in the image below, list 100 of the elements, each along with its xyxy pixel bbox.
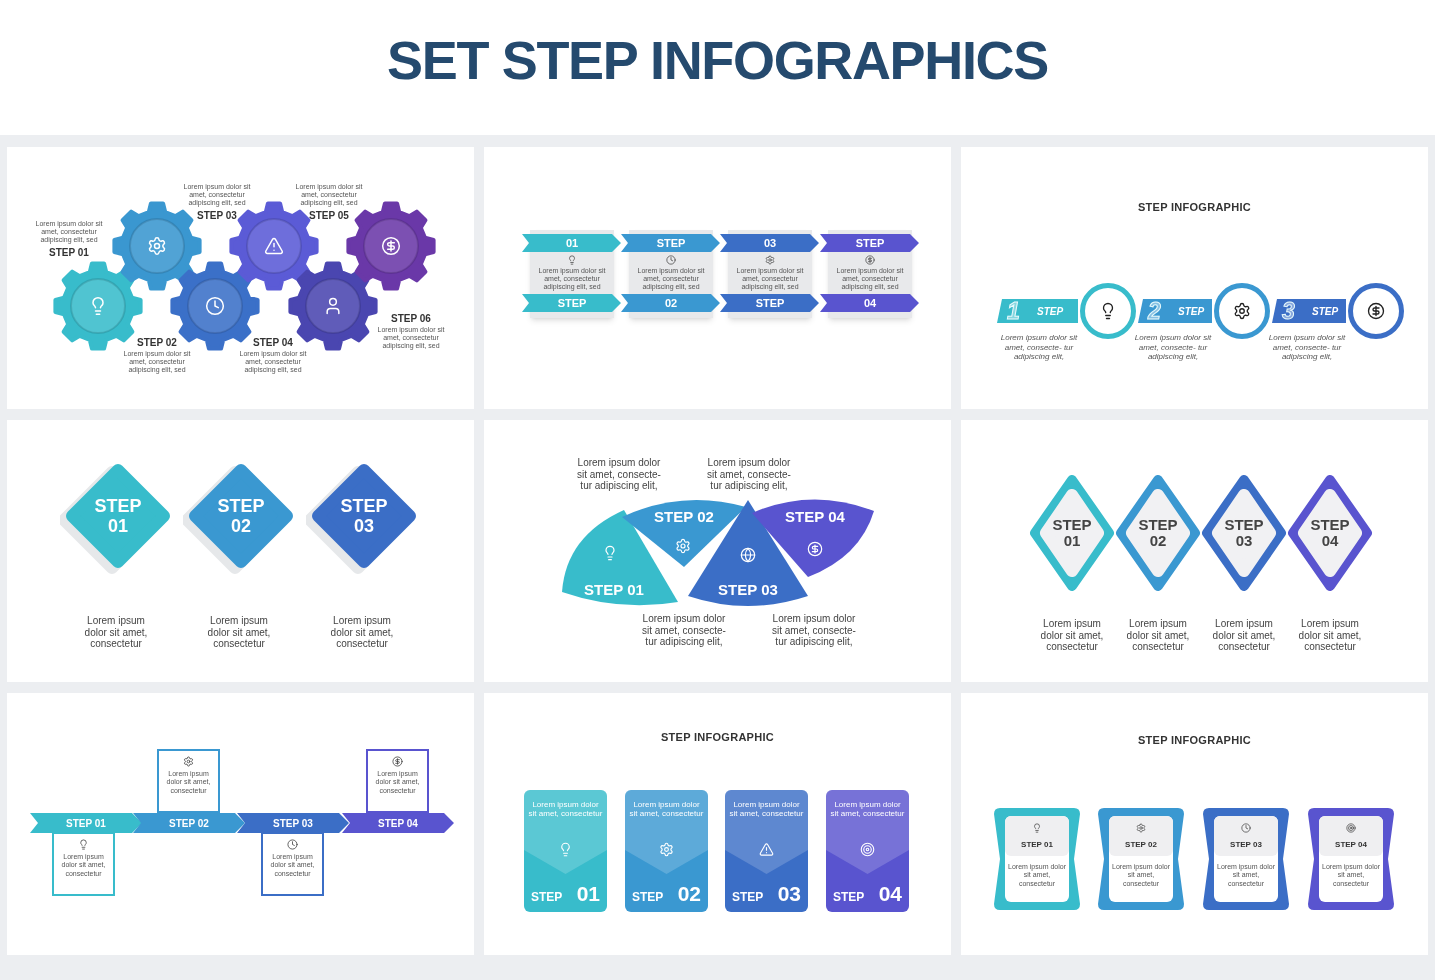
step-label: STEP 01 bbox=[49, 246, 89, 259]
text-card bbox=[157, 749, 220, 813]
step-number: 3 bbox=[1282, 299, 1295, 323]
step-banner bbox=[30, 813, 142, 833]
step-petal bbox=[752, 497, 874, 577]
step-card bbox=[524, 790, 607, 912]
description-text: Lorem ipsum dolor sit amet, consectetur bbox=[1297, 618, 1363, 653]
step-diamond bbox=[1287, 473, 1373, 593]
description-text: Lorem ipsum dolor sit amet, consectetur bbox=[629, 800, 704, 819]
description-text: Lorem ipsum dolor sit amet, consecte- tur adipiscing elit, bbox=[771, 613, 857, 648]
step-label: STEP 04 bbox=[253, 336, 293, 349]
step-label: STEP 04 bbox=[1309, 516, 1351, 550]
description-text: Lorem ipsum dolor sit amet, consectetur bbox=[1125, 618, 1191, 653]
step-label: STEP 03 bbox=[197, 209, 237, 222]
panel-card bbox=[484, 147, 951, 409]
description-text: Lorem ipsum dolor sit amet, consectetur bbox=[83, 615, 149, 650]
ribbon-label: 03 bbox=[763, 235, 777, 251]
step-label: STEP 02 bbox=[169, 816, 209, 831]
step-band bbox=[997, 299, 1078, 323]
step-label: STEP bbox=[1178, 304, 1205, 319]
panel-card bbox=[484, 693, 951, 955]
step-petal bbox=[622, 497, 746, 567]
step-band bbox=[1272, 299, 1346, 323]
ribbon-label: 04 bbox=[863, 295, 877, 311]
step-label: STEP 02 bbox=[1125, 839, 1157, 851]
description-text: Lorem ipsum dolor sit amet, consecte- tur adipiscing elit, bbox=[1134, 333, 1212, 362]
ribbon-label: STEP bbox=[557, 295, 587, 311]
step-label: STEP 01 bbox=[1051, 516, 1093, 550]
step-number: 04 bbox=[878, 882, 902, 906]
step-label: STEP 04 bbox=[378, 816, 418, 831]
step-diamond bbox=[1115, 473, 1201, 593]
description-text: Lorem ipsum dolor sit amet, consectetur bbox=[329, 615, 395, 650]
description-text: Lorem ipsum dolor sit amet, consecte- tur adipiscing elit, bbox=[706, 457, 792, 492]
step-diamond bbox=[60, 462, 172, 574]
step-label: STEP bbox=[732, 889, 764, 906]
description-text: Lorem ipsum dolor sit amet, consectetur bbox=[206, 615, 272, 650]
panel-heading: STEP INFOGRAPHIC bbox=[661, 730, 774, 745]
panel-card bbox=[7, 420, 474, 682]
description-text: Lorem ipsum dolor sit amet, consecte- tur adipiscing elit, bbox=[1268, 333, 1346, 362]
step-label: STEP 03 bbox=[1223, 516, 1265, 550]
page-title: SET STEP INFOGRAPHICS bbox=[387, 29, 1048, 92]
panel-card bbox=[7, 147, 474, 409]
description-text: Lorem ipsum dolor sit amet, consecte- tur adipiscing elit, bbox=[641, 613, 727, 648]
step-label: STEP 03 bbox=[273, 816, 313, 831]
step-label: STEP 06 bbox=[391, 312, 431, 325]
step-diamond bbox=[1029, 473, 1115, 593]
description-text: Lorem ipsum dolor sit amet, consectetur bbox=[528, 800, 603, 819]
step-card bbox=[625, 790, 708, 912]
step-label: STEP 03 bbox=[718, 580, 778, 600]
step-label: STEP 02 bbox=[1137, 516, 1179, 550]
step-number: 01 bbox=[576, 882, 600, 906]
step-banner bbox=[342, 813, 454, 833]
description-text: Lorem ipsum dolor sit amet, consectetur bbox=[1039, 618, 1105, 653]
panel-heading: STEP INFOGRAPHIC bbox=[1138, 733, 1251, 748]
step-label: STEP bbox=[632, 889, 664, 906]
panel-heading: STEP INFOGRAPHIC bbox=[1138, 200, 1251, 215]
panel-card bbox=[961, 420, 1428, 682]
step-label: STEP 01 bbox=[584, 580, 644, 600]
step-banner bbox=[133, 813, 245, 833]
ribbon-label: STEP bbox=[656, 235, 686, 251]
step-label: STEP 01 bbox=[93, 497, 143, 537]
panel-card bbox=[961, 147, 1428, 409]
step-label: STEP bbox=[833, 889, 865, 906]
ribbon-label: 02 bbox=[664, 295, 678, 311]
step-label: STEP 01 bbox=[66, 816, 106, 831]
ribbon-label: 01 bbox=[565, 235, 579, 251]
folded-card bbox=[1098, 808, 1184, 910]
step-number: 1 bbox=[1007, 299, 1020, 323]
step-label: STEP 02 bbox=[654, 507, 714, 527]
step-label: STEP 04 bbox=[1335, 839, 1367, 851]
ribbon-label: STEP bbox=[855, 235, 885, 251]
step-label: STEP 05 bbox=[309, 209, 349, 222]
description-text: Lorem ipsum dolor sit amet, consectetur bbox=[729, 800, 804, 819]
step-label: STEP 02 bbox=[216, 497, 266, 537]
description-text: Lorem ipsum dolor sit amet, consecte- tur adipiscing elit, bbox=[576, 457, 662, 492]
step-label: STEP bbox=[1037, 304, 1064, 319]
step-label: STEP 02 bbox=[137, 336, 177, 349]
step-label: STEP 03 bbox=[339, 497, 389, 537]
panel-card bbox=[484, 420, 951, 682]
ribbon-label: STEP bbox=[755, 295, 785, 311]
step-number: 2 bbox=[1148, 299, 1161, 323]
folded-card bbox=[1203, 808, 1289, 910]
description-text: Lorem ipsum dolor sit amet, consectetur bbox=[1211, 618, 1277, 653]
folded-card bbox=[1308, 808, 1394, 910]
step-label: STEP bbox=[1312, 304, 1339, 319]
text-card bbox=[261, 832, 324, 896]
panel-card bbox=[7, 693, 474, 955]
description-text: Lorem ipsum dolor sit amet, consecte- tur adipiscing elit, bbox=[1000, 333, 1078, 362]
step-label: STEP 04 bbox=[785, 507, 845, 527]
text-card bbox=[366, 749, 429, 813]
step-diamond bbox=[183, 462, 295, 574]
step-diamond bbox=[1201, 473, 1287, 593]
description-text: Lorem ipsum dolor sit amet, consectetur bbox=[830, 800, 905, 819]
step-card bbox=[725, 790, 808, 912]
step-card bbox=[826, 790, 909, 912]
step-number: 02 bbox=[677, 882, 701, 906]
folded-card bbox=[994, 808, 1080, 910]
text-card bbox=[52, 832, 115, 896]
step-banner bbox=[237, 813, 349, 833]
step-label: STEP 01 bbox=[1021, 839, 1053, 851]
